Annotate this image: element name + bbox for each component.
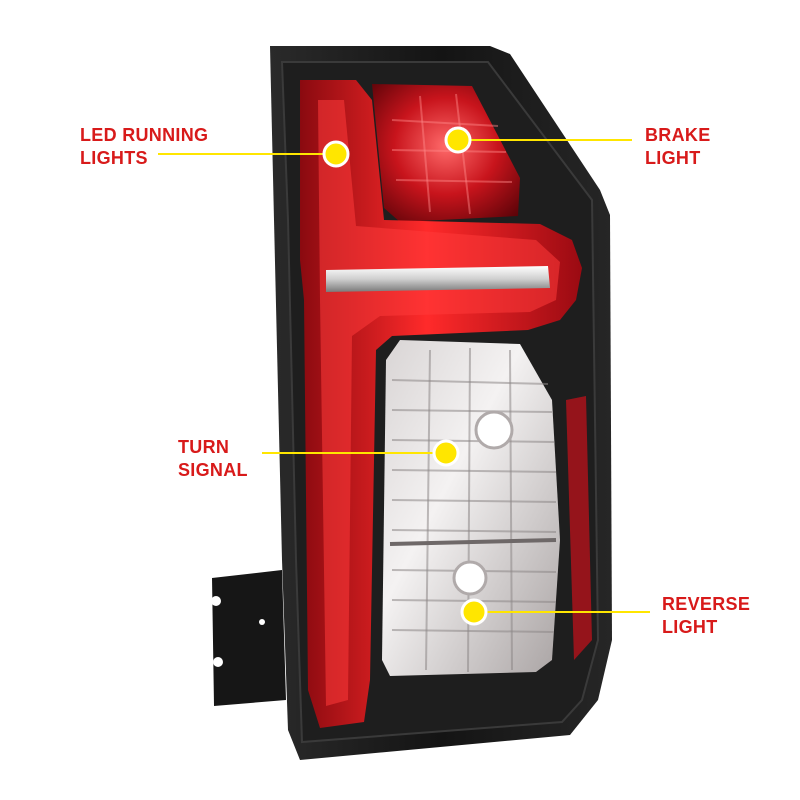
brake-label-line1: BRAKE: [645, 125, 711, 145]
turn-dot-marker-icon: [432, 439, 460, 467]
brake-light-label: BRAKE LIGHT: [645, 124, 711, 170]
turn-label-line1: TURN: [178, 437, 230, 457]
reverse-dot-marker-icon: [460, 598, 488, 626]
reverse-label-line2: LIGHT: [662, 617, 718, 637]
led-running-lights-label: LED RUNNING LIGHTS: [80, 124, 208, 170]
mounting-bracket: [211, 570, 286, 706]
reverse-bulb: [452, 560, 488, 596]
led-dot-marker-icon: [322, 140, 350, 168]
clear-lens: [382, 340, 560, 676]
callout-lines: [158, 139, 650, 613]
bracket-hole-icon: [213, 657, 223, 667]
bracket-hole-icon: [259, 619, 265, 625]
chrome-strip: [326, 266, 550, 292]
bracket-hole-icon: [211, 596, 221, 606]
turn-label-line2: SIGNAL: [178, 460, 248, 480]
reverse-light-label: REVERSE LIGHT: [662, 593, 750, 639]
turn-bulb: [474, 410, 514, 450]
brake-dot-marker-icon: [444, 126, 472, 154]
led-label-line1: LED RUNNING: [80, 125, 209, 145]
side-reflector: [566, 396, 592, 660]
reverse-label-line1: REVERSE: [662, 594, 751, 614]
brake-label-line2: LIGHT: [645, 148, 701, 168]
turn-signal-label: TURN SIGNAL: [178, 436, 248, 482]
led-label-line2: LIGHTS: [80, 148, 148, 168]
brake-light-lens: [372, 84, 520, 222]
